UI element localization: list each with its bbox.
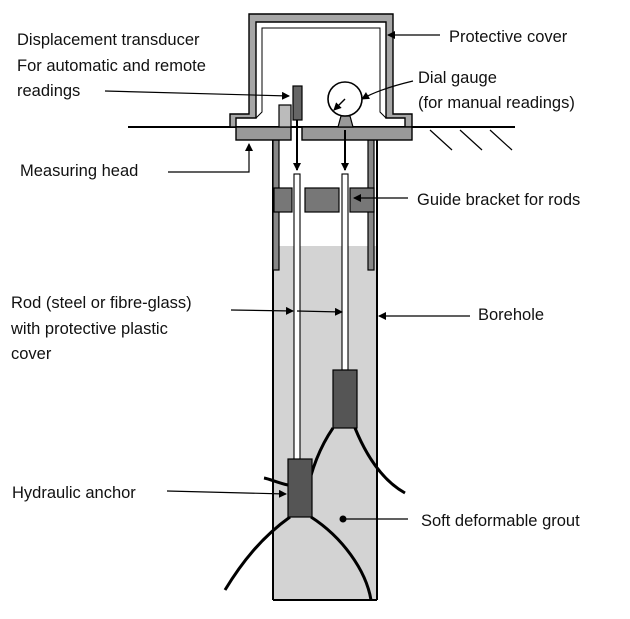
protective-cover: [229, 13, 413, 128]
dial-gauge-needle: [333, 98, 346, 111]
label-displacement-transducer-line2: For automatic and remote: [17, 57, 206, 75]
dial-gauge-stand: [337, 115, 354, 128]
soft-grout-marker-dot: [339, 515, 347, 523]
label-protective-cover: Protective cover: [449, 28, 568, 46]
cover-inner-corner-left: [255, 27, 387, 119]
label-soft-grout: Soft deformable grout: [421, 512, 580, 530]
leader-measuring-head: [168, 143, 253, 173]
label-dial-gauge-line2: (for manual readings): [418, 94, 575, 112]
hydraulic-anchor-upper: [332, 369, 358, 429]
displacement-transducer-body: [292, 85, 303, 121]
rod-long: [293, 173, 301, 461]
label-guide-bracket: Guide bracket for rods: [417, 191, 581, 209]
label-dial-gauge-line1: Dial gauge: [418, 69, 497, 87]
grout-fill: [273, 246, 377, 600]
leader-transducer: [104, 90, 290, 100]
label-borehole: Borehole: [478, 306, 545, 324]
anchor-cables-lower: [223, 476, 373, 601]
leader-dial-gauge: [361, 80, 414, 100]
label-rod-line1: Rod (steel or fibre-glass): [11, 294, 192, 312]
guide-bracket-block-right: [349, 187, 375, 213]
label-displacement-transducer-line3: readings: [17, 82, 81, 100]
leader-rod-left: [230, 306, 294, 315]
rod-short: [341, 173, 349, 371]
label-measuring-head: Measuring head: [20, 162, 139, 180]
leader-hydraulic-anchor: [166, 489, 287, 498]
guide-bracket-block-left: [273, 187, 293, 213]
measuring-head-left: [235, 126, 292, 141]
ground-hatching: [429, 129, 513, 151]
measuring-head-right: [301, 126, 413, 141]
label-hydraulic-anchor: Hydraulic anchor: [12, 484, 136, 502]
label-rod-line3: cover: [11, 345, 52, 363]
label-rod-line2: with protective plastic: [11, 320, 168, 338]
guide-bracket-block-center: [304, 187, 340, 213]
transducer-holder: [278, 104, 292, 128]
leader-rod-right: [296, 307, 343, 316]
label-displacement-transducer-line1: Displacement transducer: [17, 31, 200, 49]
hydraulic-anchor-lower: [287, 458, 313, 518]
